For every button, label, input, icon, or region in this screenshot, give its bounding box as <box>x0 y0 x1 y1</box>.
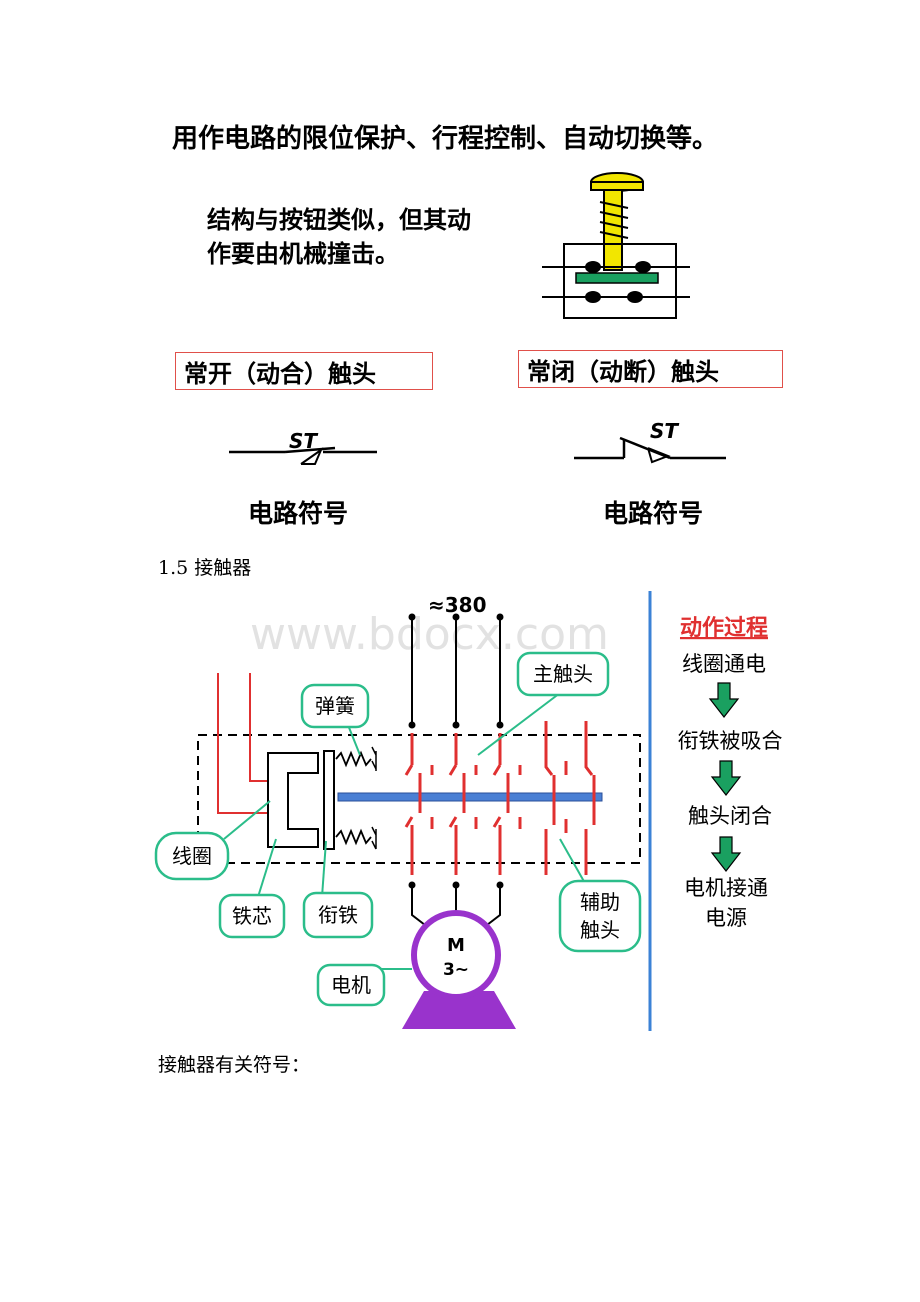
armature-plate <box>323 750 335 850</box>
motor-body <box>411 910 501 1000</box>
circuit-symbol-caption-left: 电路符号 <box>248 499 349 528</box>
motor-base <box>402 991 516 1029</box>
intro-line: 用作电路的限位保护、行程控制、自动切换等。 <box>172 124 719 154</box>
iron-core <box>267 752 319 848</box>
contactor-symbols-label: 接触器有关符号： <box>158 1054 311 1076</box>
process-step-1: 线圈通电 <box>682 652 766 676</box>
nc-contact-symbol: ST <box>574 419 726 464</box>
no-contact-symbol: ST <box>229 429 377 465</box>
process-step-2: 衔铁被吸合 <box>678 729 783 753</box>
svg-text:主触头: 主触头 <box>533 662 593 686</box>
spring-top <box>335 750 372 768</box>
svg-text:电机: 电机 <box>331 973 371 997</box>
svg-text:线圈: 线圈 <box>172 844 212 868</box>
circuit-symbol-caption-right: 电路符号 <box>603 499 704 528</box>
callout-coil: 线圈 <box>154 831 230 881</box>
aux-contacts <box>544 721 596 875</box>
push-bar <box>337 792 603 802</box>
process-step-3: 触头闭合 <box>688 804 772 828</box>
switch-housing <box>563 243 677 319</box>
motor-text-phase: 3~ <box>443 960 469 980</box>
contact-dot <box>585 261 601 273</box>
process-step-4-line2: 电源 <box>705 906 747 930</box>
svg-text:辅助: 辅助 <box>580 890 620 914</box>
contact-dot <box>585 291 601 303</box>
moving-contact-bar <box>575 272 659 284</box>
svg-text:弹簧: 弹簧 <box>315 694 355 718</box>
spring-bottom <box>335 828 372 846</box>
structure-desc-line1: 结构与按钮类似，但其动 <box>207 206 471 234</box>
nc-contact-label: 常闭（动断）触头 <box>518 350 783 388</box>
spring-coil <box>599 201 629 239</box>
supply-terminals <box>408 613 504 889</box>
contactor-diagram: www.bdocx.com ≈380 <box>154 591 783 1031</box>
callout-motor: 电机 <box>316 963 386 1007</box>
process-step-4-line1: 电机接通 <box>684 876 768 900</box>
arrow-down-icon <box>710 836 742 872</box>
watermark: www.bdocx.com <box>250 609 609 660</box>
callout-spring: 弹簧 <box>300 683 370 729</box>
plunger-stem <box>603 189 623 271</box>
svg-text:衔铁: 衔铁 <box>318 903 358 927</box>
structure-description: 结构与按钮类似，但其动 作要由机械撞击。 <box>207 203 471 271</box>
callout-armature: 衔铁 <box>302 891 374 939</box>
svg-text:触头: 触头 <box>580 918 620 942</box>
supply-lines <box>411 617 501 725</box>
symbol-st-text: ST <box>650 419 679 443</box>
motor-text-m: M <box>447 935 465 956</box>
limit-switch-illustration <box>542 172 690 319</box>
callout-leaders <box>223 692 587 970</box>
arrow-down-icon <box>708 682 740 718</box>
voltage-label: ≈380 <box>428 593 487 617</box>
callout-core: 铁芯 <box>218 893 286 939</box>
callout-aux-contact: 辅助 触头 <box>558 879 642 953</box>
contact-dot <box>635 261 651 273</box>
callout-main-contact: 主触头 <box>516 651 610 697</box>
structure-desc-line2: 作要由机械撞击。 <box>207 240 399 268</box>
svg-text:铁芯: 铁芯 <box>232 904 272 928</box>
process-title: 动作过程 <box>680 616 768 641</box>
no-contact-label: 常开（动合）触头 <box>175 352 433 390</box>
plunger-cap <box>590 181 644 191</box>
contact-dot <box>627 291 643 303</box>
main-contacts <box>404 733 522 875</box>
section-heading: 1.5 接触器 <box>158 557 252 579</box>
arrow-down-icon <box>710 760 742 796</box>
